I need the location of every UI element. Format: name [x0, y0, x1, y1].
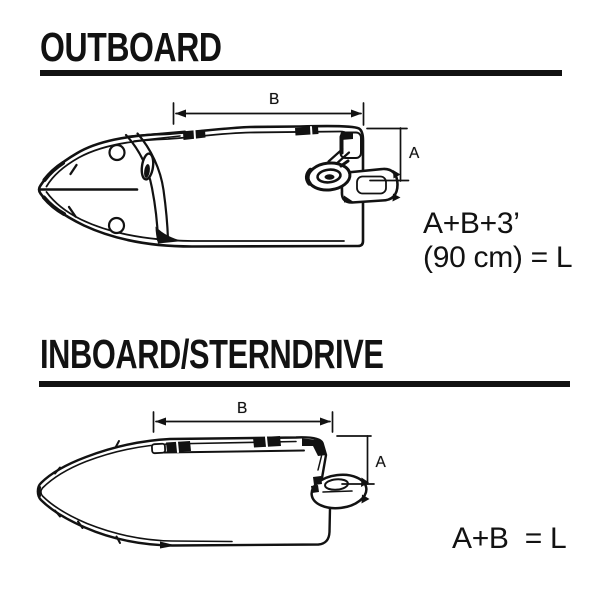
motor-clamp [393, 170, 401, 179]
cleat-gap [310, 126, 313, 136]
outboard-formula: A+B+3’ (90 cm) = L [423, 207, 573, 274]
inboard-hull-outline [36, 436, 332, 547]
outboard-section-title: OUTBOARD [40, 24, 222, 70]
outboard-boat-drawing [37, 124, 401, 248]
inboard-a-label: A [375, 453, 386, 471]
tiller-arm [327, 147, 344, 163]
cleat-gap [193, 129, 196, 140]
b-dim-arrow-left [175, 109, 186, 118]
bottom-wedge [160, 541, 176, 549]
b-dim-arrow-right [351, 109, 362, 118]
powerhead-center [324, 174, 335, 180]
inboard-b-label: B [237, 399, 248, 417]
band-mark-gap [265, 436, 268, 448]
bow-mark [42, 161, 65, 182]
bow-mark [114, 440, 120, 449]
outboard-a-label: A [409, 145, 420, 162]
outdrive-line [322, 490, 353, 493]
b-dim-arrow-right [320, 417, 331, 426]
motor-clamp [344, 195, 353, 203]
windshield-top-rail [127, 130, 186, 138]
transom-inner-line [317, 455, 323, 471]
bow-mark [42, 195, 66, 216]
inboard-windshield-line [163, 449, 305, 454]
outboard-b-label: B [269, 91, 280, 108]
outboard-formula-line1: A+B+3’ [423, 207, 520, 240]
bow-mark [115, 535, 121, 544]
bow-mark [77, 520, 84, 529]
gunwale-cleat [295, 126, 319, 136]
helm-console-shadow [144, 164, 150, 178]
motor-well-shadow [341, 131, 353, 140]
inboard-dimensions [152, 411, 375, 485]
outboard-title-rule [40, 70, 562, 76]
band-mark-gap [176, 441, 179, 453]
inboard-title-rule [39, 381, 570, 387]
bow-cleat [151, 442, 167, 455]
cockpit-wedge [155, 226, 183, 244]
inboard-boat-drawing [36, 436, 370, 549]
inboard-section-title: INBOARD/STERNDRIVE [40, 331, 384, 377]
bow-mark [67, 205, 77, 218]
band-mark [166, 441, 191, 453]
outboard-formula-line2: (90 cm) = L [423, 240, 573, 274]
outdrive-clamp [361, 494, 370, 504]
bow-mark [54, 466, 61, 475]
motor-clamp [392, 193, 401, 202]
outboard-dimensions [172, 102, 410, 182]
motor-cowl-inner [356, 175, 387, 195]
bow-mark [69, 163, 78, 176]
bow-mark [54, 509, 61, 518]
outboard-windshield [136, 132, 170, 241]
inboard-inner-line [40, 440, 297, 543]
stern-corner-frame [302, 438, 327, 456]
deck-hatch-circle [108, 143, 126, 162]
deck-hatch-circle [107, 216, 126, 235]
bow-mark [37, 485, 42, 498]
inboard-formula: A+B = L [452, 522, 567, 555]
powerhead-dark-arc [304, 167, 313, 186]
outboard-windshield [124, 133, 160, 242]
transom-bracket [313, 476, 322, 485]
transom-bracket [311, 485, 319, 493]
b-dim-arrow-left [155, 417, 166, 426]
powerhead-spoke [339, 159, 350, 168]
